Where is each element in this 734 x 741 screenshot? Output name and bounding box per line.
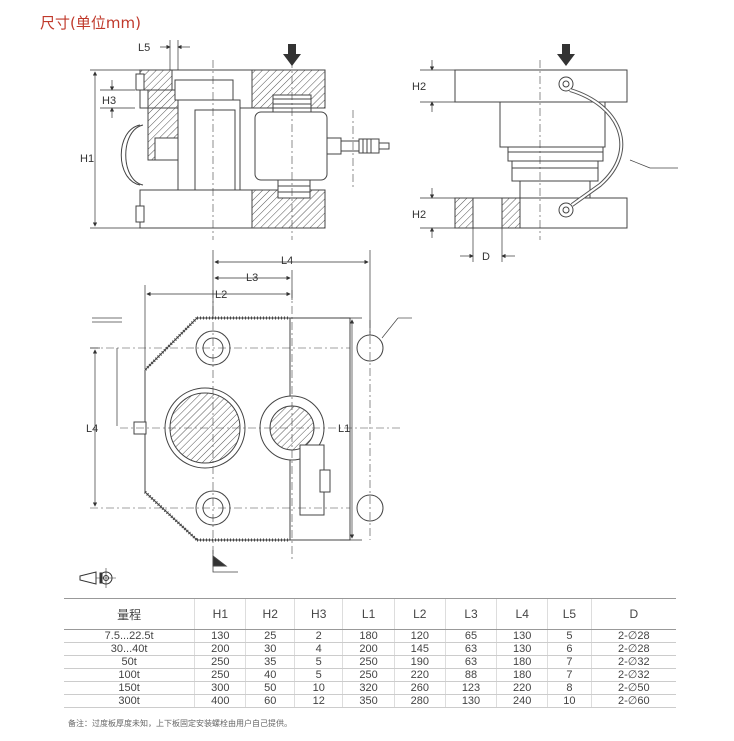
table-cell: 63 <box>444 642 497 656</box>
col-header: D <box>590 598 676 630</box>
col-header: L4 <box>496 598 548 630</box>
footnote: 备注：过度板厚度未知，上下板固定安装螺栓由用户自己提供。 <box>68 719 292 728</box>
table-cell: 5 <box>293 668 343 682</box>
table-cell: 130 <box>496 642 548 656</box>
col-header: L2 <box>393 598 446 630</box>
col-header: H3 <box>293 598 343 630</box>
dim-H3: H3 <box>102 95 116 107</box>
table-cell: 250 <box>194 668 246 682</box>
table-cell: 2-∅28 <box>590 629 676 643</box>
table-cell: 7 <box>547 668 592 682</box>
col-header: 量程 <box>64 598 195 630</box>
dim-H1: H1 <box>80 153 94 165</box>
dim-D: D <box>482 251 490 263</box>
table-cell: 10 <box>547 694 592 708</box>
table-cell: 260 <box>393 681 446 695</box>
col-header: H1 <box>194 598 246 630</box>
table-cell: 190 <box>393 655 446 669</box>
table-cell: 2-∅32 <box>590 668 676 682</box>
page-title: 尺寸(单位mm) <box>40 14 141 32</box>
table-cell: 280 <box>393 694 446 708</box>
table-cell: 50t <box>64 655 195 669</box>
table-cell: 130 <box>444 694 497 708</box>
table-cell: 130 <box>194 629 246 643</box>
table-cell: 250 <box>342 668 395 682</box>
table-cell: 200 <box>342 642 395 656</box>
dim-L3: L3 <box>246 272 258 284</box>
top-view <box>90 290 412 573</box>
table-cell: 65 <box>444 629 497 643</box>
table-cell: 8 <box>547 681 592 695</box>
dim-L1: L1 <box>338 423 350 435</box>
table-cell: 2-∅60 <box>590 694 676 708</box>
dim-H2-bottom: H2 <box>412 209 426 221</box>
table-cell: 250 <box>194 655 246 669</box>
table-cell: 6 <box>547 642 592 656</box>
table-cell: 180 <box>342 629 395 643</box>
table-cell: 400 <box>194 694 246 708</box>
table-cell: 2-∅28 <box>590 642 676 656</box>
table-cell: 320 <box>342 681 395 695</box>
table-header-row: 量程 H1 H2 H3 L1 L2 L3 L4 L5 D <box>64 598 676 630</box>
col-header: L1 <box>342 598 395 630</box>
table-cell: 150t <box>64 681 195 695</box>
table-cell: 350 <box>342 694 395 708</box>
table-cell: 180 <box>496 655 548 669</box>
table-cell: 123 <box>444 681 497 695</box>
table-cell: 220 <box>393 668 446 682</box>
load-arrow-icon <box>557 44 575 66</box>
table-cell: 2-∅32 <box>590 655 676 669</box>
table-cell: 88 <box>444 668 497 682</box>
dim-L4-left: L4 <box>86 423 98 435</box>
projection-symbol-icon <box>79 568 116 588</box>
table-cell: 60 <box>245 694 295 708</box>
table-cell: 25 <box>245 629 295 643</box>
table-cell: 2-∅50 <box>590 681 676 695</box>
table-cell: 63 <box>444 655 497 669</box>
table-cell: 7 <box>547 655 592 669</box>
dim-L5: L5 <box>138 42 150 54</box>
spec-table: 量程 H1 H2 H3 L1 L2 L3 L4 L5 D 7.5...22.5t… <box>64 598 676 708</box>
table-cell: 2 <box>293 629 343 643</box>
table-cell: 5 <box>293 655 343 669</box>
table-cell: 40 <box>245 668 295 682</box>
table-cell: 35 <box>245 655 295 669</box>
technical-drawing: L5 H3 H1 <box>79 40 678 588</box>
table-cell: 10 <box>293 681 343 695</box>
table-cell: 7.5...22.5t <box>64 629 195 643</box>
table-cell: 240 <box>496 694 548 708</box>
dim-L2: L2 <box>215 289 227 301</box>
table-cell: 200 <box>194 642 246 656</box>
table-cell: 30 <box>245 642 295 656</box>
table-cell: 300t <box>64 694 195 708</box>
table-cell: 145 <box>393 642 446 656</box>
table-cell: 300 <box>194 681 246 695</box>
side-view <box>454 60 678 240</box>
table-cell: 50 <box>245 681 295 695</box>
table-cell: 12 <box>293 694 343 708</box>
table-cell: 100t <box>64 668 195 682</box>
table-cell: 5 <box>547 629 592 643</box>
table-cell: 250 <box>342 655 395 669</box>
table-cell: 130 <box>496 629 548 643</box>
dim-L4-top: L4 <box>281 255 293 267</box>
col-header: L3 <box>444 598 497 630</box>
col-header: H2 <box>245 598 295 630</box>
dim-H2-top: H2 <box>412 81 426 93</box>
table-cell: 4 <box>293 642 343 656</box>
table-cell: 120 <box>393 629 446 643</box>
table-cell: 180 <box>496 668 548 682</box>
col-header: L5 <box>547 598 592 630</box>
front-view <box>120 60 390 240</box>
load-arrow-icon <box>283 44 301 66</box>
table-cell: 30...40t <box>64 642 195 656</box>
table-cell: 220 <box>496 681 548 695</box>
